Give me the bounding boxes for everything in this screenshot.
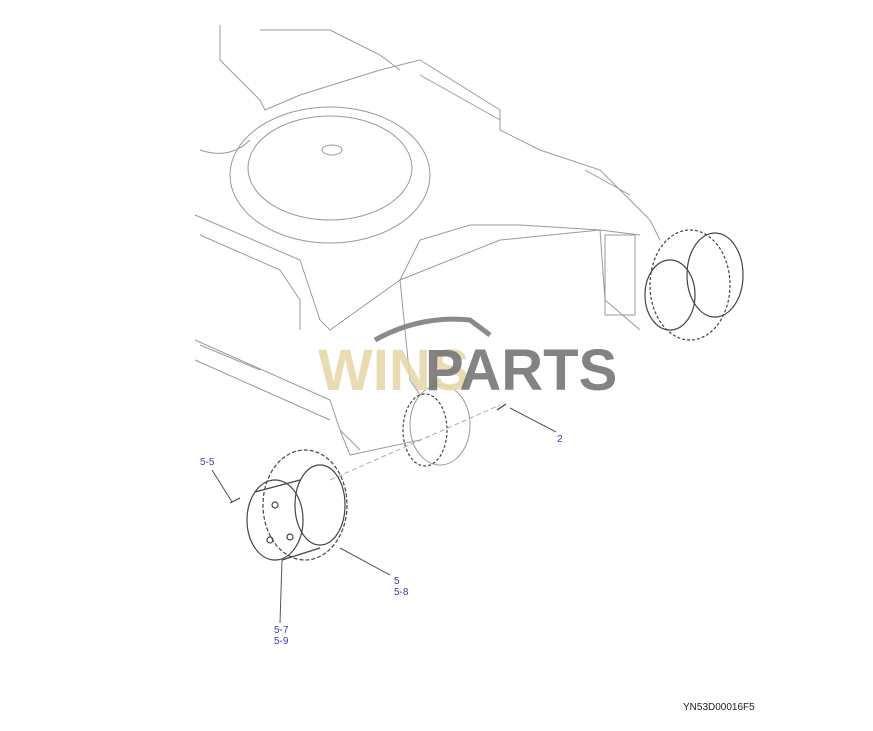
svg-text:PARTS: PARTS [425,338,617,403]
track-frame-outline [194,25,661,456]
callout-5-9[interactable]: 5-9 [274,636,289,647]
callout-5-7[interactable]: 5-7 [274,625,289,636]
right-final-drive [604,229,744,341]
mounting-ring [329,384,501,481]
svg-text:WINS: WINS [318,338,469,403]
watermark-logo: WINS PARTS [318,316,617,403]
callout-5-5[interactable]: 5-5 [200,457,215,468]
left-final-drive [246,449,348,561]
swing-circle [229,106,431,244]
callout-2[interactable]: 2 [557,434,563,445]
callout-5-8[interactable]: 5-8 [394,587,409,598]
bolt-2 [496,403,507,411]
callout-5[interactable]: 5 [394,576,400,587]
callout-leaders [211,407,557,624]
drawing-code: YN53D00016F5 [683,702,755,713]
